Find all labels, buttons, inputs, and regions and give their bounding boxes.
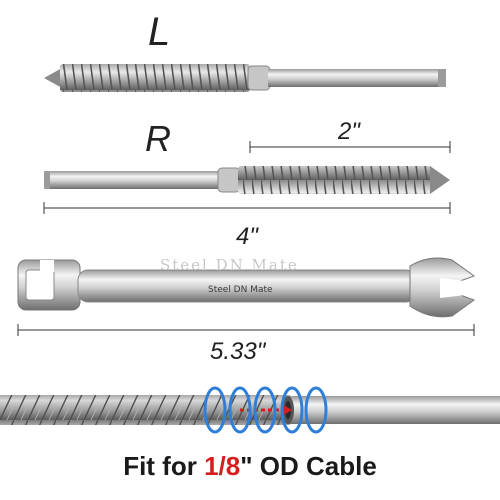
blue-fit-rings (203, 386, 328, 434)
dimension-label-4in: 4" (236, 223, 258, 250)
left-hand-lag-screw (44, 64, 446, 92)
dimension-label-533in: 5.33" (210, 338, 266, 365)
dimension-line-533in (17, 324, 475, 336)
caption-size: 1/8 (204, 451, 241, 481)
caption-suffix: " OD Cable (240, 451, 377, 481)
watermark: Steel DN Mate (160, 256, 299, 274)
dimension-label-2in: 2" (338, 118, 360, 145)
caption: Fit for 1/8" OD Cable (0, 451, 500, 482)
dimension-line-2in (249, 141, 451, 153)
wrench-engraving: Steel DN Mate (208, 285, 273, 295)
right-hand-label: R (145, 118, 171, 159)
fitting-shank (282, 396, 500, 424)
wrench-tool (17, 257, 476, 318)
left-hand-label: L (148, 10, 171, 54)
right-hand-lag-screw (44, 166, 450, 194)
caption-prefix: Fit for (123, 451, 205, 481)
dimension-line-4in (43, 202, 451, 214)
